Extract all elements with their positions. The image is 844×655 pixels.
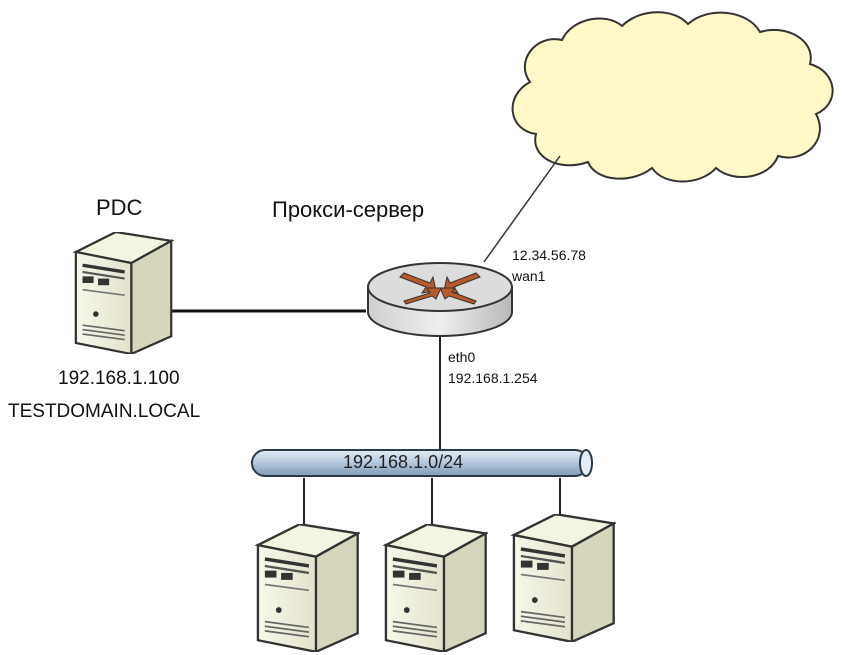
pdc-domain-label: TESTDOMAIN.LOCAL <box>8 401 201 422</box>
lan-ip-label: 192.168.1.254 <box>448 370 538 386</box>
wan-link <box>483 155 561 263</box>
wan-ip-label: 12.34.56.78 <box>512 247 586 263</box>
pdc-title: PDC <box>96 195 143 220</box>
internet-cloud <box>511 11 834 183</box>
wan-iface-label: wan1 <box>512 268 546 284</box>
pdc-ip-label: 192.168.1.100 <box>58 368 180 389</box>
proxy-title: Прокси-сервер <box>272 197 425 222</box>
network-bus <box>251 449 593 477</box>
client-server-icon-2 <box>384 524 488 652</box>
subnet-label: 192.168.1.0/24 <box>343 452 464 472</box>
lan-iface-label: eth0 <box>448 349 476 365</box>
client-server-icon-3 <box>512 514 616 642</box>
pdc-server-icon <box>74 232 173 354</box>
client-server-icon-1 <box>256 524 360 652</box>
router-arrows-icon <box>399 272 481 305</box>
proxy-router <box>367 262 513 337</box>
